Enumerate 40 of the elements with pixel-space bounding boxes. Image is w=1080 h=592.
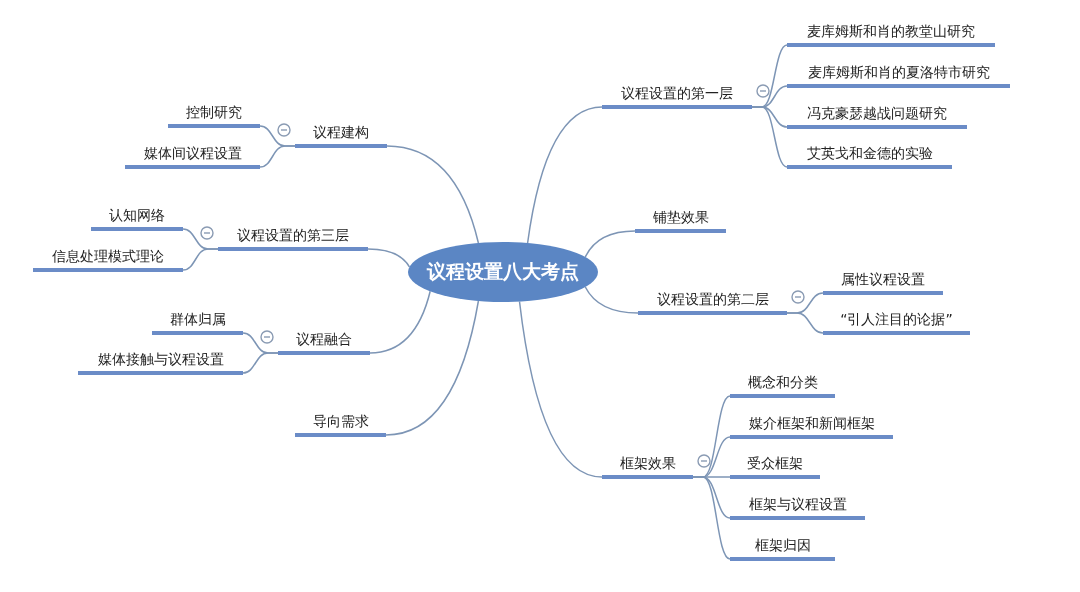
branch-line xyxy=(786,312,824,334)
branch-line xyxy=(518,300,603,478)
branch-line xyxy=(182,248,219,271)
underlined-topic: 群体归属 xyxy=(152,309,243,335)
underlined-topic: 麦库姆斯和肖的夏洛特市研究 xyxy=(787,62,1010,88)
underlined-topic: 受众框架 xyxy=(730,453,820,479)
central-topic-ellipse: 议程设置八大考点 xyxy=(408,242,598,302)
underlined-topic: 冯克豪瑟越战问题研究 xyxy=(787,103,967,129)
underlined-topic: 框架效果 xyxy=(602,453,693,479)
underlined-topic: 认知网络 xyxy=(91,205,183,231)
branch-line xyxy=(385,300,480,436)
branch-line xyxy=(692,476,731,560)
underlined-topic: 议程融合 xyxy=(278,329,370,355)
underlined-topic: 艾英戈和金德的实验 xyxy=(787,143,952,169)
branch-line xyxy=(386,145,480,244)
branch-line xyxy=(367,248,411,268)
underlined-topic: 议程设置的第二层 xyxy=(638,289,787,315)
underlined-topic: “引人注目的论据” xyxy=(823,309,970,335)
underlined-topic: 麦库姆斯和肖的教堂山研究 xyxy=(787,21,995,47)
underlined-topic: 框架归因 xyxy=(730,535,835,561)
underlined-topic: 议程设置的第三层 xyxy=(218,225,368,251)
underlined-topic: 铺垫效果 xyxy=(635,207,726,233)
underlined-topic: 媒体间议程设置 xyxy=(125,143,260,169)
underlined-topic: 媒介框架和新闻框架 xyxy=(730,413,893,439)
branch-line xyxy=(369,290,431,354)
underlined-topic: 信息处理模式理论 xyxy=(33,246,183,272)
underlined-topic: 议程建构 xyxy=(295,122,387,148)
branch-line xyxy=(526,106,603,244)
underlined-topic: 议程设置的第一层 xyxy=(602,83,752,109)
underlined-topic: 概念和分类 xyxy=(730,372,835,398)
underlined-topic: 属性议程设置 xyxy=(823,269,943,295)
underlined-topic: 框架与议程设置 xyxy=(730,494,865,520)
underlined-topic: 媒体接触与议程设置 xyxy=(78,349,243,375)
branch-line xyxy=(259,145,296,168)
branch-line xyxy=(584,230,636,258)
branch-line xyxy=(584,286,639,314)
underlined-topic: 导向需求 xyxy=(295,411,386,437)
branch-line xyxy=(242,352,279,374)
underlined-topic: 控制研究 xyxy=(168,102,260,128)
branch-line xyxy=(751,106,788,168)
